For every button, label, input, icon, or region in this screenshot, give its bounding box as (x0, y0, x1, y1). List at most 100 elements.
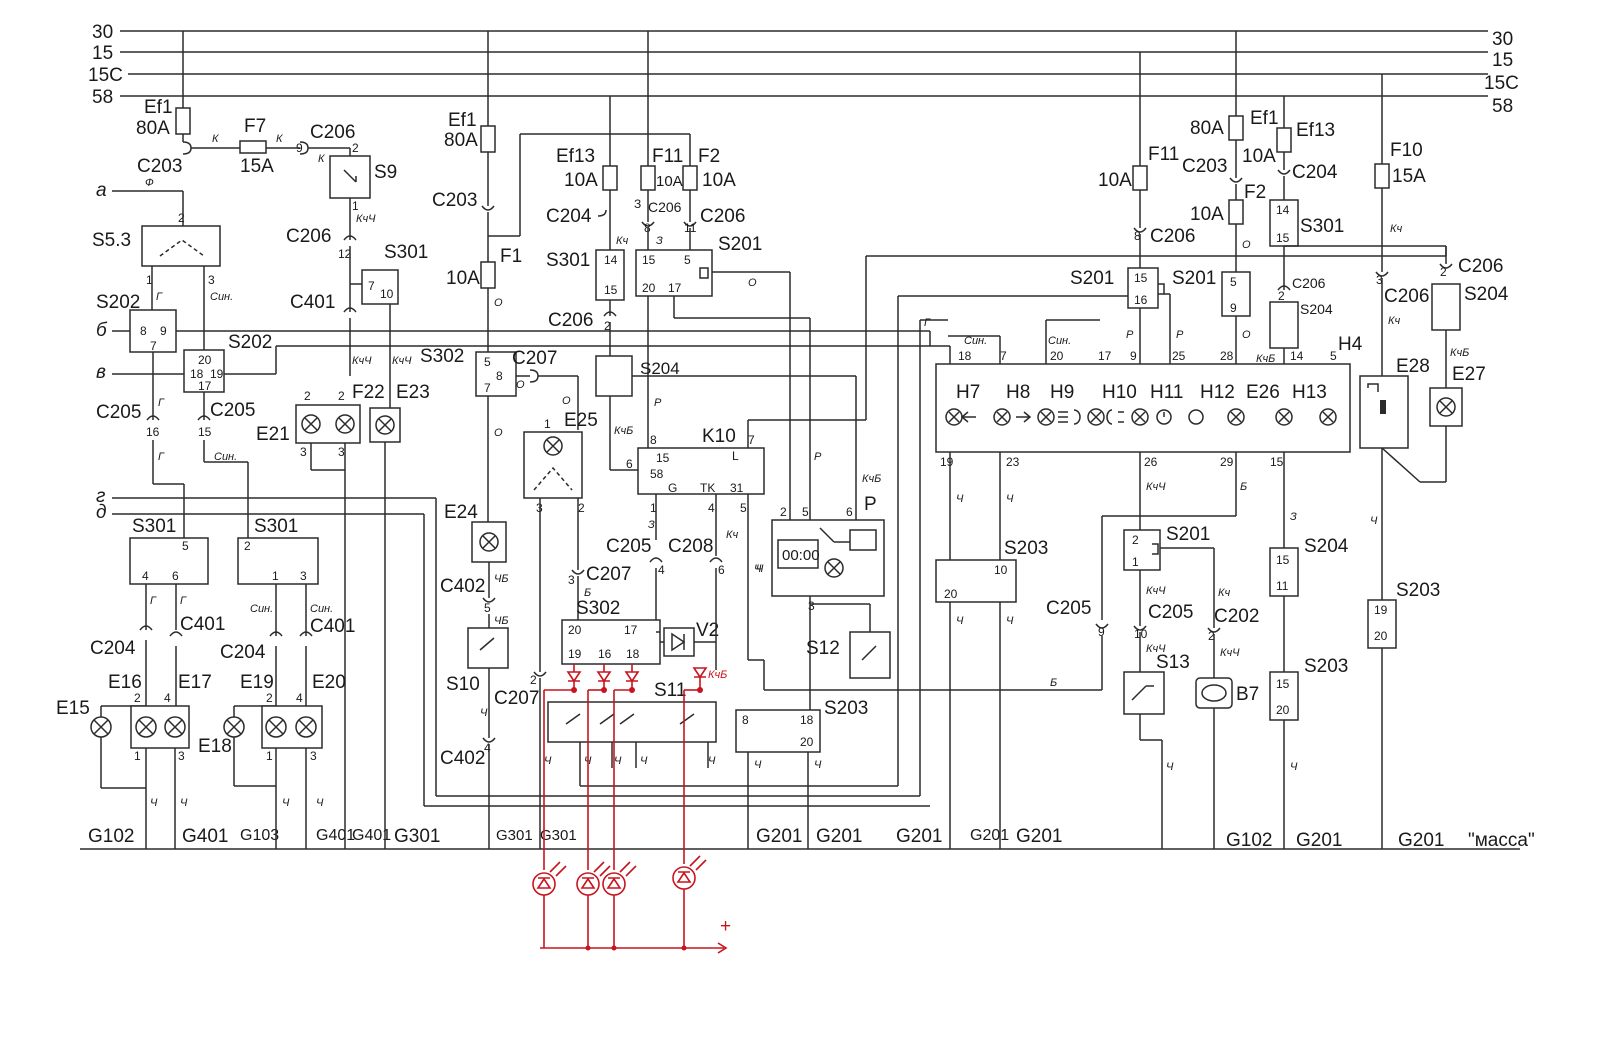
fuse-ef1-b-rating: 80A (444, 130, 478, 151)
switch-s302-a[interactable] (475, 351, 517, 397)
svg-text:3: 3 (338, 445, 345, 459)
switch-s13[interactable] (1123, 671, 1165, 715)
svg-text:3: 3 (208, 273, 215, 287)
input-a: а (96, 180, 107, 201)
switch-s202-a[interactable] (129, 309, 177, 353)
lamps-lower-left: E15 E16 E17 2 4 1 3 Ч Ч E18 E19 E20 2 4 … (56, 672, 346, 849)
svg-text:7: 7 (1000, 349, 1007, 363)
fog-lamp-icon (1106, 409, 1124, 425)
connector-c208: C208 (668, 536, 713, 557)
svg-text:Ч: Ч (316, 797, 324, 809)
svg-text:8: 8 (650, 433, 657, 447)
indicator-h8-label: H8 (1006, 382, 1030, 403)
connector-c204-a: C204 (90, 638, 136, 659)
fuse-ef1-c (1228, 115, 1244, 141)
svg-text:18: 18 (800, 713, 814, 727)
switch-s202-a-label: S202 (96, 292, 140, 313)
svg-text:3: 3 (300, 445, 307, 459)
svg-text:14: 14 (1276, 203, 1290, 217)
svg-text:1: 1 (134, 749, 141, 763)
svg-text:2: 2 (1208, 629, 1215, 643)
svg-text:Ч: Ч (1166, 761, 1174, 773)
svg-text:28: 28 (1220, 349, 1234, 363)
switch-s204-c[interactable] (1269, 547, 1299, 597)
svg-text:Син.: Син. (1048, 335, 1071, 347)
ground-mass-label: "масса" (1468, 830, 1535, 851)
switch-s11[interactable] (547, 701, 717, 743)
svg-text:4: 4 (658, 563, 665, 577)
svg-text:О: О (562, 395, 571, 407)
svg-text:Г: Г (924, 317, 931, 329)
ground-g201-d: G201 (970, 827, 1009, 844)
input-b: б (96, 320, 108, 341)
svg-text:15: 15 (656, 451, 670, 465)
bus-label-15-right: 15 (1492, 50, 1513, 71)
fuse-ef1-c-rating: 80A (1190, 118, 1224, 139)
input-d: д (96, 502, 107, 523)
svg-text:20: 20 (198, 353, 212, 367)
svg-text:1: 1 (650, 501, 657, 515)
svg-text:10: 10 (380, 287, 394, 301)
lamp-e20-label: E20 (312, 672, 346, 693)
switch-s301-c[interactable] (237, 537, 319, 585)
svg-text:20: 20 (568, 623, 582, 637)
svg-text:О: О (494, 427, 503, 439)
svg-text:КчБ: КчБ (614, 425, 633, 437)
input-v: в (96, 362, 106, 383)
svg-text:15: 15 (1276, 231, 1290, 245)
connector-c203-b: C203 (432, 190, 477, 211)
switch-s203-b[interactable] (935, 559, 1017, 603)
connector-c401-b: C401 (180, 614, 225, 635)
svg-text:5: 5 (484, 601, 491, 615)
svg-text:Ч: Ч (956, 493, 964, 505)
ground-g401-b: G401 (316, 827, 355, 844)
power-buses: 30 15 15C 58 30 15 15C 58 (88, 22, 1519, 117)
connector-c205-a: C205 (96, 402, 141, 423)
svg-text:З: З (634, 197, 641, 211)
svg-text:Ч: Ч (544, 755, 552, 767)
switch-s201-b[interactable] (1127, 267, 1159, 309)
fuse-f7-name: F7 (244, 116, 266, 137)
fuse-f7-rating: 15A (240, 156, 274, 177)
switch-s53[interactable] (141, 225, 221, 267)
s301-lower-left: S301 5 4 6 Г Г S301 2 1 3 Син. Син. C204… (90, 516, 355, 706)
svg-text:7: 7 (748, 433, 755, 447)
switch-s301-b[interactable] (129, 537, 209, 585)
cluster-lamps (945, 408, 1337, 426)
connector-c204-b: C204 (220, 642, 266, 663)
svg-text:ЧБ: ЧБ (494, 573, 509, 585)
switch-s301-a[interactable] (361, 269, 399, 305)
svg-text:9: 9 (1230, 301, 1237, 315)
fuse-f2-b (1228, 199, 1244, 225)
svg-text:Ч: Ч (480, 707, 488, 719)
lamp-e18-label: E18 (198, 736, 232, 757)
switch-s301-e-label: S301 (1300, 216, 1344, 237)
svg-text:1: 1 (266, 749, 273, 763)
switch-s301-e[interactable] (1269, 199, 1299, 247)
svg-text:15: 15 (1134, 271, 1148, 285)
svg-text:3: 3 (300, 569, 307, 583)
connector-c206-a: C206 (310, 122, 355, 143)
svg-text:5: 5 (802, 505, 809, 519)
svg-text:Ч: Ч (1290, 761, 1298, 773)
ground-g201-g: G201 (1398, 830, 1444, 851)
switch-s201-c[interactable] (1221, 271, 1251, 317)
switch-s201-d[interactable] (1123, 529, 1161, 571)
svg-text:Г: Г (180, 595, 187, 607)
switch-s10[interactable] (467, 627, 509, 669)
switch-s204-a[interactable] (595, 355, 633, 397)
connector-c207-b: C207 (586, 564, 631, 585)
svg-text:15: 15 (1276, 677, 1290, 691)
switch-s203-a[interactable] (735, 709, 821, 753)
svg-text:Син.: Син. (310, 603, 333, 615)
switch-s204-b[interactable] (1269, 301, 1299, 349)
connector-c206-e: C206 (548, 310, 593, 331)
switch-s204-d[interactable] (1431, 283, 1461, 331)
svg-text:КчБ: КчБ (708, 669, 727, 681)
s12-group: S12 (806, 631, 891, 679)
svg-text:4: 4 (484, 741, 491, 755)
switch-s12[interactable] (849, 631, 891, 679)
switch-s203-c[interactable] (1269, 671, 1299, 721)
svg-text:16: 16 (598, 647, 612, 661)
